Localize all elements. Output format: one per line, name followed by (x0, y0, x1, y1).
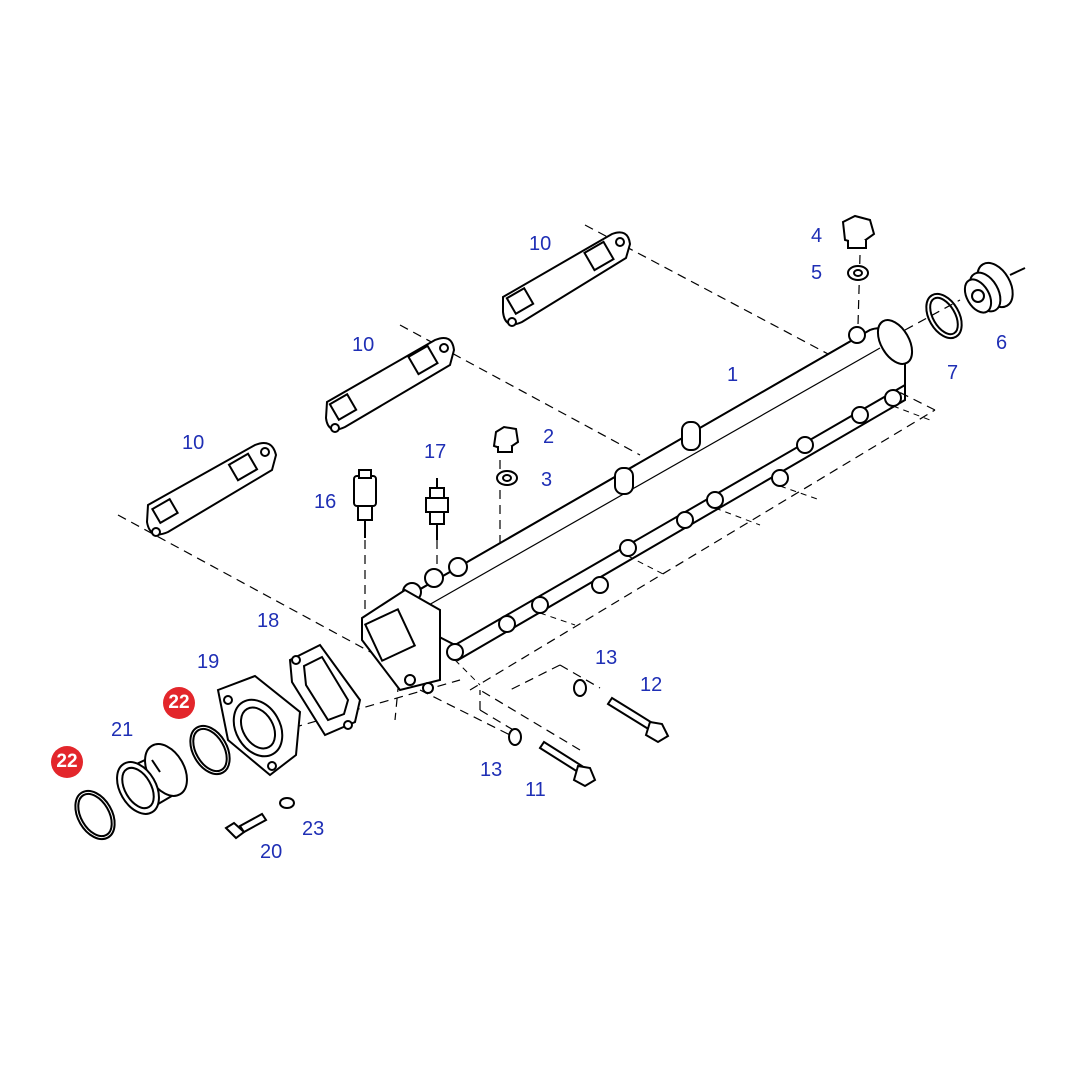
callout-part-17: 17 (424, 441, 447, 463)
sleeve-21 (108, 737, 195, 821)
washer-23 (280, 798, 294, 808)
callout-part-20: 20 (260, 841, 283, 863)
gasket-10-right (503, 232, 630, 326)
o-ring-22-upper (182, 719, 237, 781)
callout-part-10-right: 10 (529, 233, 552, 255)
gasket-18 (290, 645, 360, 735)
gasket-10-middle (326, 338, 454, 432)
callout-part-10-left: 10 (182, 432, 205, 454)
callout-part-6: 6 (996, 332, 1008, 354)
callout-part-3: 3 (541, 469, 553, 491)
callout-part-4: 4 (811, 225, 823, 247)
callout-part-21: 21 (111, 719, 134, 741)
callout-part-7: 7 (947, 362, 959, 384)
callout-part-2: 2 (543, 426, 555, 448)
plug-4 (843, 216, 874, 248)
callout-part-22-lower-badge: 22 (51, 746, 83, 778)
washer-5 (848, 266, 868, 280)
callout-part-12: 12 (640, 674, 663, 696)
o-ring-7 (919, 288, 969, 345)
bolt-11 (540, 742, 595, 786)
screw-20 (226, 814, 266, 838)
callout-part-19: 19 (197, 651, 220, 673)
callout-part-5: 5 (811, 262, 823, 284)
gasket-10-left (147, 443, 276, 536)
bolt-12 (608, 698, 668, 742)
callout-part-13-lower: 13 (480, 759, 503, 781)
plug-2 (494, 427, 518, 452)
assembly-dashed-lines (118, 225, 960, 750)
washer-13-lower (509, 729, 521, 745)
washer-3 (497, 471, 517, 485)
washer-13-upper (574, 680, 586, 696)
callout-part-16: 16 (314, 491, 337, 513)
callout-part-10-middle: 10 (352, 334, 375, 356)
sensor-16 (354, 470, 376, 538)
callout-part-23: 23 (302, 818, 325, 840)
o-ring-22-lower (67, 784, 122, 846)
sensor-17 (426, 478, 448, 540)
callout-part-13-upper: 13 (595, 647, 618, 669)
callout-part-18: 18 (257, 610, 280, 632)
cap-6 (959, 257, 1025, 317)
callout-part-22-upper-badge: 22 (163, 687, 195, 719)
manifold-body (362, 314, 919, 693)
manifold-port-dashed-lines (455, 406, 930, 685)
callout-part-1: 1 (727, 364, 739, 386)
callout-part-11: 11 (525, 779, 546, 801)
flange-19 (218, 676, 300, 775)
